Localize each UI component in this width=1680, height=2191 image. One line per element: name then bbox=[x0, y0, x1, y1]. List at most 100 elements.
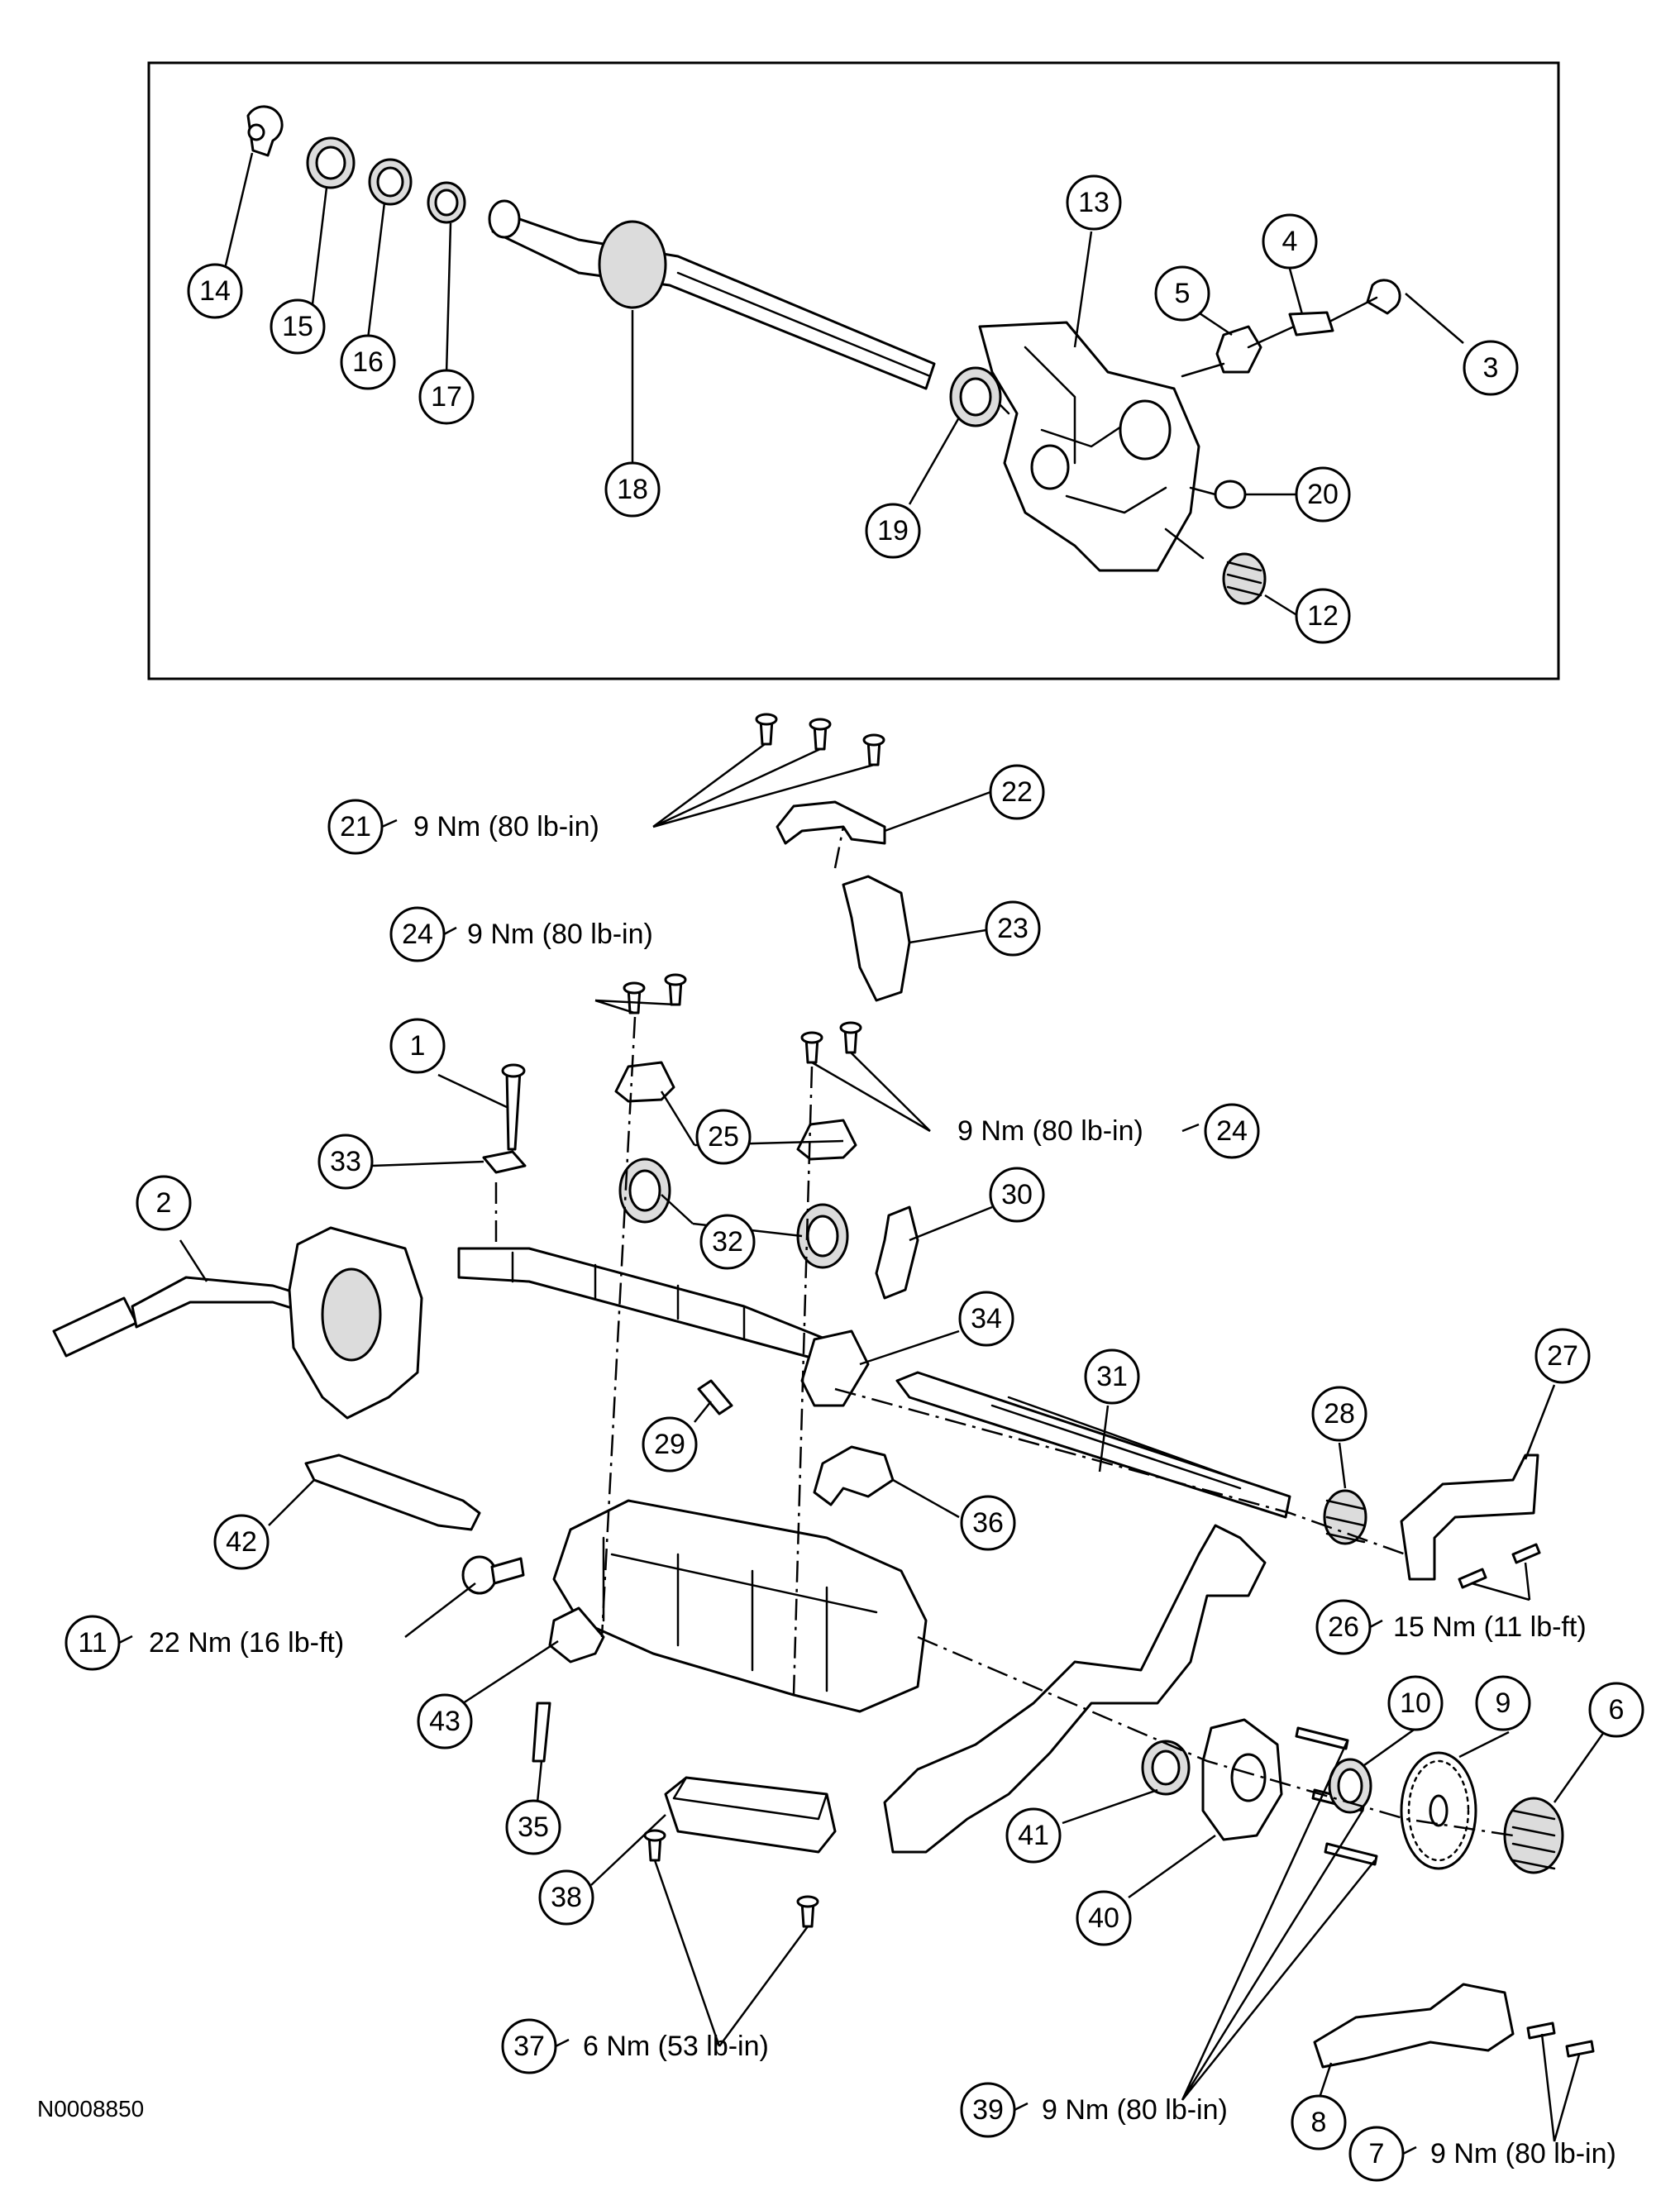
svg-text:38: 38 bbox=[551, 1882, 582, 1913]
callout-7: 7 bbox=[1348, 2126, 1405, 2182]
part-7-screws bbox=[1526, 2022, 1595, 2058]
callout-24-left: 24 bbox=[389, 906, 446, 962]
callout-12: 12 bbox=[1295, 588, 1351, 644]
callout-27: 27 bbox=[1534, 1328, 1591, 1384]
svg-text:2: 2 bbox=[156, 1187, 172, 1219]
part-2-multifunction-lever bbox=[52, 1226, 423, 1420]
part-25-clamp-right bbox=[796, 1119, 857, 1161]
svg-text:21: 21 bbox=[340, 811, 371, 843]
torque-spec-24-right: 9 Nm (80 lb-in) bbox=[957, 1115, 1143, 1147]
part-5-switch bbox=[1215, 325, 1262, 374]
part-21-screws bbox=[755, 713, 885, 766]
callout-2: 2 bbox=[136, 1175, 192, 1231]
callout-11: 11 bbox=[64, 1615, 121, 1671]
callout-28: 28 bbox=[1311, 1386, 1367, 1442]
callout-1: 1 bbox=[389, 1018, 446, 1074]
part-35-pin bbox=[532, 1702, 551, 1763]
svg-text:28: 28 bbox=[1324, 1398, 1355, 1430]
part-19-seal bbox=[949, 366, 1002, 427]
callout-31: 31 bbox=[1084, 1348, 1140, 1405]
callout-23: 23 bbox=[985, 900, 1041, 957]
part-24-screws-left bbox=[623, 973, 687, 1014]
callout-40: 40 bbox=[1076, 1890, 1132, 1946]
callout-35: 35 bbox=[505, 1799, 561, 1855]
torque-tick-26 bbox=[1369, 1619, 1383, 1629]
svg-text:33: 33 bbox=[330, 1146, 361, 1177]
part-31-lower-shaft bbox=[895, 1371, 1291, 1519]
part-11-bolt bbox=[461, 1555, 525, 1595]
svg-text:26: 26 bbox=[1328, 1611, 1359, 1643]
svg-text:35: 35 bbox=[518, 1812, 549, 1843]
callout-25: 25 bbox=[695, 1109, 752, 1165]
callout-6: 6 bbox=[1588, 1682, 1644, 1738]
torque-tick-11 bbox=[118, 1635, 133, 1644]
svg-text:10: 10 bbox=[1400, 1687, 1431, 1719]
part-41-ring bbox=[1141, 1740, 1191, 1796]
torque-spec-24-left: 9 Nm (80 lb-in) bbox=[467, 919, 653, 950]
callout-26: 26 bbox=[1315, 1599, 1372, 1655]
callout-37: 37 bbox=[501, 2018, 557, 2074]
svg-text:36: 36 bbox=[972, 1507, 1004, 1539]
svg-text:40: 40 bbox=[1088, 1902, 1119, 1934]
svg-text:12: 12 bbox=[1307, 600, 1339, 632]
svg-text:6: 6 bbox=[1609, 1694, 1625, 1726]
svg-text:22: 22 bbox=[1001, 776, 1033, 808]
svg-text:4: 4 bbox=[1282, 226, 1298, 257]
callout-9: 9 bbox=[1475, 1675, 1531, 1731]
svg-text:9: 9 bbox=[1496, 1687, 1511, 1719]
callout-20: 20 bbox=[1295, 466, 1351, 523]
callout-8: 8 bbox=[1291, 2094, 1347, 2150]
part-15-bearing bbox=[306, 136, 356, 189]
callout-41: 41 bbox=[1005, 1807, 1062, 1864]
torque-spec-37: 6 Nm (53 lb-in) bbox=[583, 2031, 769, 2062]
part-42-cover bbox=[304, 1454, 481, 1531]
torque-tick-39 bbox=[1014, 2102, 1029, 2112]
part-column-tube bbox=[457, 1247, 837, 1366]
svg-text:14: 14 bbox=[199, 275, 231, 307]
callout-18: 18 bbox=[604, 461, 661, 518]
callout-39: 39 bbox=[960, 2082, 1016, 2138]
part-3-clip bbox=[1366, 279, 1401, 315]
part-8-bracket bbox=[1313, 1983, 1515, 2069]
svg-text:29: 29 bbox=[654, 1429, 685, 1460]
svg-text:15: 15 bbox=[282, 311, 313, 342]
part-25-clamp-left bbox=[614, 1061, 675, 1103]
part-13-lock-housing bbox=[978, 321, 1200, 572]
part-9-tone-wheel bbox=[1400, 1751, 1477, 1870]
part-18-upper-shaft bbox=[488, 199, 936, 390]
part-17-ring bbox=[427, 181, 466, 224]
svg-text:3: 3 bbox=[1483, 352, 1499, 384]
torque-tick-24-left bbox=[443, 926, 457, 936]
callout-29: 29 bbox=[642, 1416, 698, 1473]
callout-30: 30 bbox=[989, 1167, 1045, 1223]
part-40-housing bbox=[1201, 1718, 1283, 1841]
torque-tick-37 bbox=[555, 2038, 570, 2048]
part-43-shroud bbox=[548, 1606, 605, 1664]
part-6-spring bbox=[1503, 1797, 1564, 1874]
callout-36: 36 bbox=[960, 1495, 1016, 1551]
svg-text:1: 1 bbox=[410, 1030, 426, 1062]
torque-spec-21: 9 Nm (80 lb-in) bbox=[413, 811, 599, 843]
torque-spec-39: 9 Nm (80 lb-in) bbox=[1042, 2094, 1228, 2126]
svg-text:37: 37 bbox=[513, 2031, 545, 2062]
callout-42: 42 bbox=[213, 1514, 270, 1570]
part-mounting-bracket bbox=[883, 1524, 1267, 1854]
svg-text:8: 8 bbox=[1311, 2107, 1327, 2138]
svg-text:42: 42 bbox=[226, 1526, 257, 1558]
callout-10: 10 bbox=[1387, 1675, 1444, 1731]
torque-tick-24-right bbox=[1181, 1123, 1200, 1133]
callout-3: 3 bbox=[1463, 340, 1519, 396]
part-22-bracket bbox=[776, 800, 886, 845]
svg-text:32: 32 bbox=[712, 1226, 743, 1258]
torque-spec-11: 22 Nm (16 lb-ft) bbox=[149, 1627, 344, 1659]
callout-21: 21 bbox=[327, 799, 384, 855]
svg-text:30: 30 bbox=[1001, 1179, 1033, 1210]
svg-text:11: 11 bbox=[78, 1627, 107, 1659]
torque-tick-7 bbox=[1402, 2146, 1417, 2155]
svg-text:41: 41 bbox=[1018, 1820, 1049, 1851]
svg-text:34: 34 bbox=[971, 1303, 1002, 1334]
part-16-ring bbox=[368, 158, 413, 206]
part-column-housing bbox=[552, 1499, 928, 1713]
callout-24-right: 24 bbox=[1204, 1103, 1260, 1159]
